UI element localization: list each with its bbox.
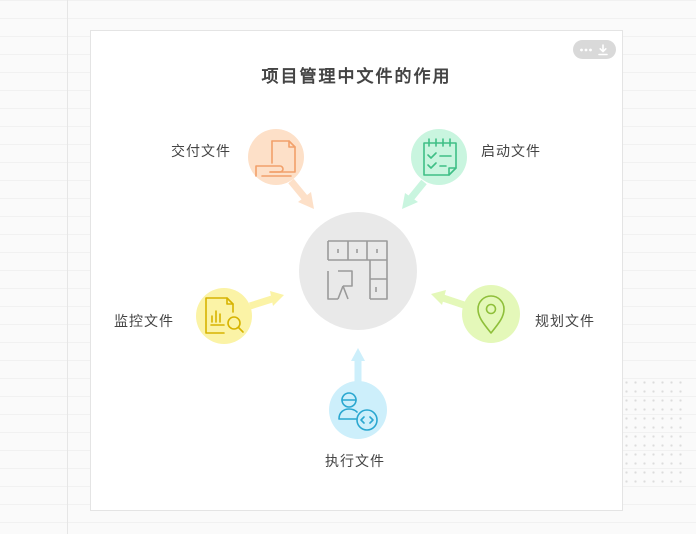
developer-code-icon (338, 392, 378, 431)
label-monitoring: 监控文件 (114, 314, 174, 330)
label-startup: 启动文件 (481, 144, 541, 160)
label-planning: 规划文件 (535, 314, 595, 330)
report-magnifier-icon (205, 297, 244, 334)
page-rule (67, 0, 68, 534)
arrow-planning (431, 290, 466, 309)
node-execution (329, 381, 387, 439)
arrow-delivery (288, 178, 314, 209)
center-node (299, 212, 417, 330)
floor-plan-icon (327, 240, 388, 300)
arrow-execution (351, 348, 365, 382)
location-pin-icon (477, 295, 505, 334)
node-planning (462, 285, 520, 343)
more-dots-icon[interactable] (578, 42, 594, 58)
label-delivery: 交付文件 (171, 144, 231, 160)
node-delivery (248, 129, 304, 185)
dot-pattern (622, 378, 686, 488)
node-startup (411, 129, 467, 185)
diagram-title: 项目管理中文件的作用 (261, 67, 452, 87)
checklist-calendar-icon (423, 138, 457, 176)
card-toolbar (573, 40, 616, 59)
arrow-monitoring (248, 291, 284, 310)
label-execution: 执行文件 (325, 454, 385, 470)
node-monitoring (196, 288, 252, 344)
download-icon[interactable] (595, 42, 611, 58)
document-hand-icon (255, 140, 296, 177)
arrow-startup (402, 179, 427, 209)
